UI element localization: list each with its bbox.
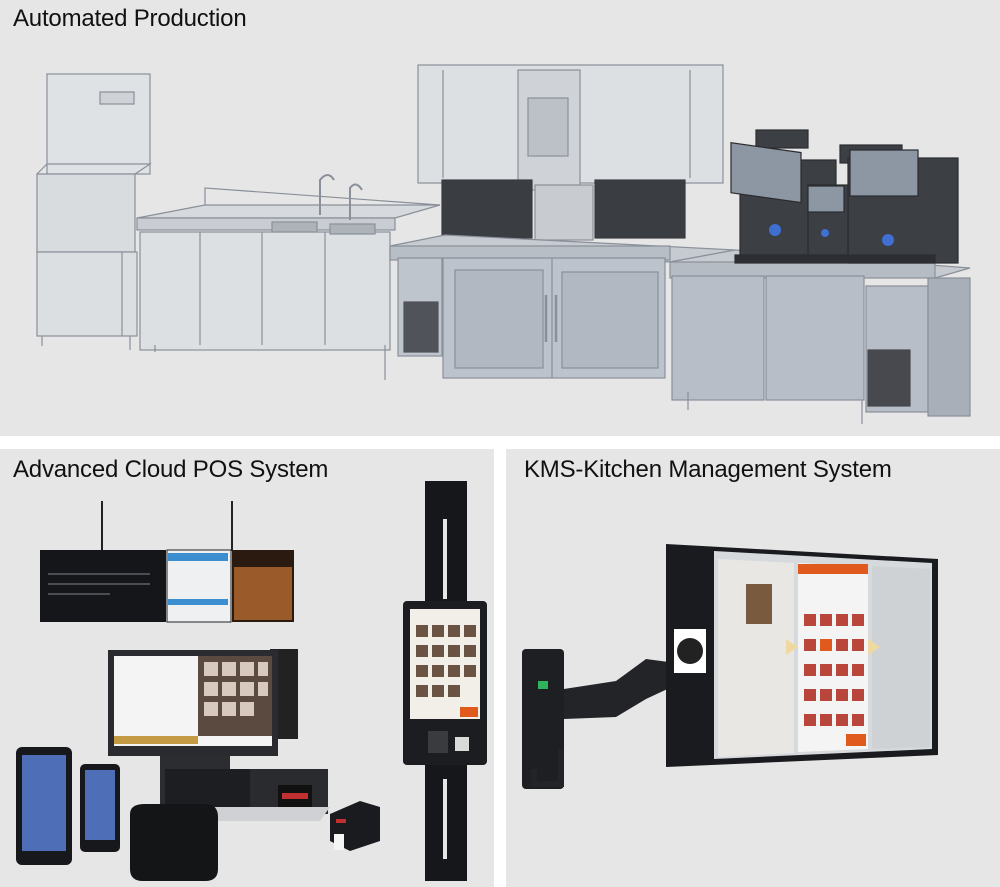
receipt-printers xyxy=(130,801,380,881)
ice-machine xyxy=(36,73,152,350)
pos-hardware-illustration xyxy=(16,481,487,881)
handheld-devices xyxy=(16,747,120,865)
pos-terminal xyxy=(108,649,330,821)
kitchen-monitor xyxy=(666,544,938,767)
menu-displays xyxy=(40,501,294,623)
self-service-kiosk xyxy=(403,481,487,881)
production-line-illustration xyxy=(36,64,971,424)
kms-title: KMS-Kitchen Management System xyxy=(524,456,892,483)
sink-counter xyxy=(136,174,441,380)
espresso-cabinet xyxy=(669,129,971,424)
wall-mount-arm xyxy=(522,649,676,789)
kms-panel: KMS-Kitchen Management System xyxy=(506,449,1000,887)
cloud-pos-title: Advanced Cloud POS System xyxy=(13,456,329,483)
automated-production-title: Automated Production xyxy=(13,5,247,32)
kitchen-display-illustration xyxy=(522,544,938,789)
cloud-pos-panel: Advanced Cloud POS System xyxy=(0,449,494,887)
central-cabinet xyxy=(389,64,736,379)
automated-production-panel: Automated Production xyxy=(0,0,1000,436)
